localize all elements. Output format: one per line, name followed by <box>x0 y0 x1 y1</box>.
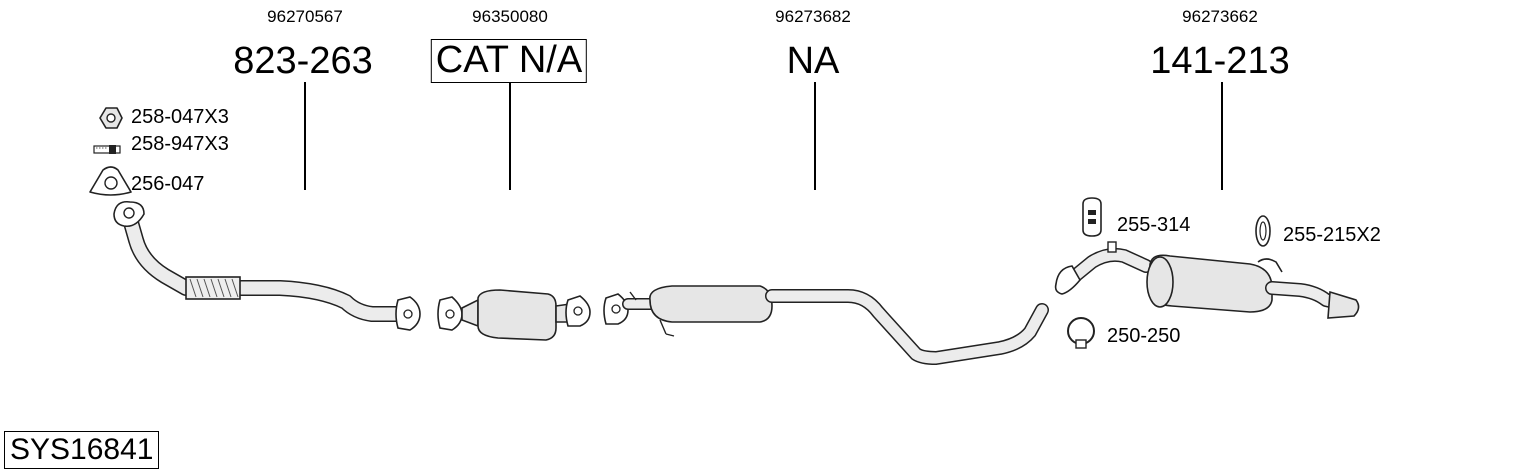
part-number-4[interactable]: 141-213 <box>1150 40 1290 82</box>
accessory-label-nut[interactable]: 258-047X3 <box>131 106 229 128</box>
oem-number-1: 96270567 <box>267 7 343 26</box>
oem-number-4: 96273662 <box>1182 7 1258 26</box>
accessory-label-gasket[interactable]: 256-047 <box>131 173 205 195</box>
clamp-icon <box>1067 317 1095 349</box>
part-number-2[interactable]: CAT N/A <box>430 39 588 83</box>
part-number-1[interactable]: 823-263 <box>233 40 373 82</box>
accessory-label-bolt[interactable]: 258-947X3 <box>131 133 229 155</box>
oem-number-3: 96273682 <box>775 7 851 26</box>
rear-silencer <box>1054 241 1360 319</box>
nut-icon <box>99 107 123 129</box>
gasket-icon <box>89 166 132 196</box>
part-number-3[interactable]: NA <box>786 40 840 82</box>
rubber-hanger-icon <box>1082 197 1102 237</box>
oem-number-2: 96350080 <box>472 7 548 26</box>
rubber-ring-icon <box>1255 215 1271 247</box>
bolt-icon <box>93 145 121 154</box>
catalytic-converter <box>437 289 591 341</box>
accessory-label-ring[interactable]: 255-215X2 <box>1283 224 1381 246</box>
centre-section <box>603 285 1049 365</box>
accessory-label-hanger[interactable]: 255-314 <box>1117 214 1191 236</box>
system-code-label: SYS16841 <box>4 431 160 469</box>
accessory-label-clamp[interactable]: 250-250 <box>1107 325 1181 347</box>
front-pipe <box>113 200 421 331</box>
